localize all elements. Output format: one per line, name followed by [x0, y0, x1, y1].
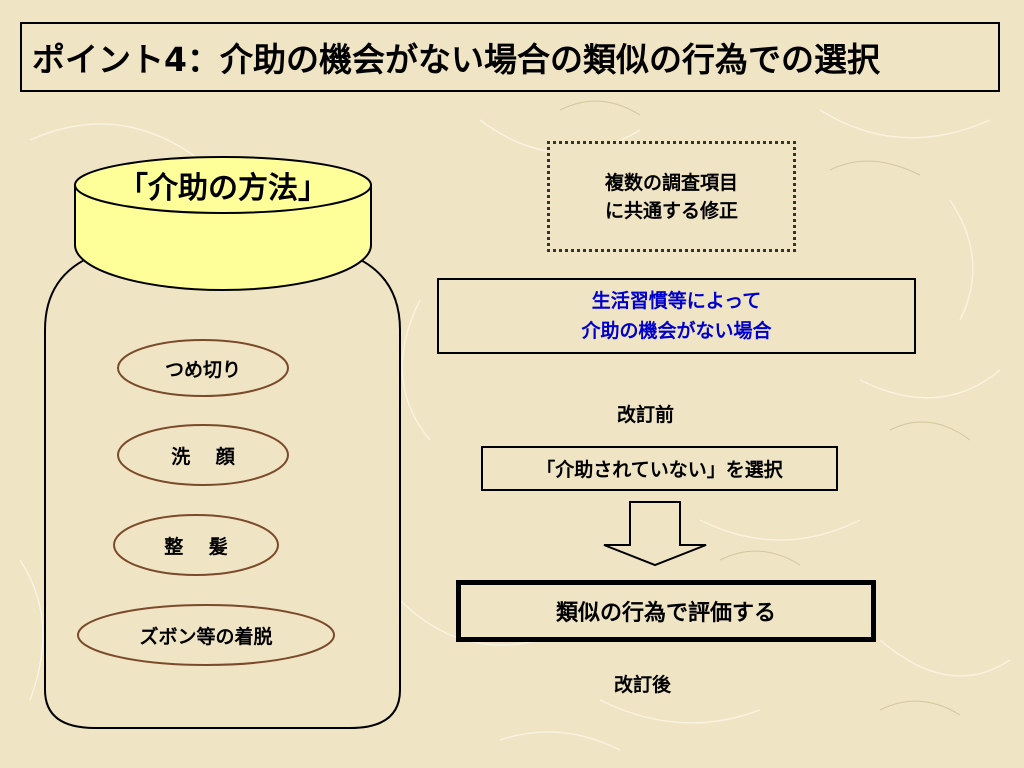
jar-lid-top — [74, 156, 372, 214]
condition-line-2: 介助の機会がない場合 — [581, 320, 772, 342]
item-oval-3 — [113, 514, 279, 576]
note-line-1: 複数の調査項目 — [604, 171, 738, 194]
after-revision-label: 改訂後 — [614, 674, 672, 696]
before-revision-text: 「介助されていない」を選択 — [536, 459, 783, 481]
item-hair-grooming: 整 髪 — [164, 535, 228, 558]
jar-lid-side — [74, 184, 372, 291]
before-revision-box: 「介助されていない」を選択 — [481, 446, 838, 491]
item-face-washing: 洗 顔 — [171, 445, 235, 468]
slide-title-text: ポイント4：介助の機会がない場合の類似の行為での選択 — [32, 40, 880, 79]
condition-box: 生活習慣等によって 介助の機会がない場合 — [437, 278, 916, 354]
jar-lid-label: 「介助の方法」 — [118, 171, 328, 206]
item-trousers-dressing: ズボン等の着脱 — [139, 625, 273, 648]
after-revision-text: 類似の行為で評価する — [555, 601, 776, 626]
condition-line-1: 生活習慣等によって — [591, 290, 762, 312]
after-revision-box: 類似の行為で評価する — [456, 580, 876, 642]
note-box: 複数の調査項目 に共通する修正 — [547, 141, 796, 252]
item-oval-2 — [117, 424, 289, 486]
item-oval-4 — [77, 604, 335, 666]
slide-title: ポイント4：介助の機会がない場合の類似の行為での選択 — [20, 22, 1000, 92]
note-line-2: に共通する修正 — [604, 199, 738, 222]
down-arrow-icon — [603, 501, 707, 567]
item-nail-clipping: つめ切り — [164, 358, 241, 381]
before-revision-label: 改訂前 — [617, 404, 675, 426]
item-oval-1 — [117, 339, 289, 397]
